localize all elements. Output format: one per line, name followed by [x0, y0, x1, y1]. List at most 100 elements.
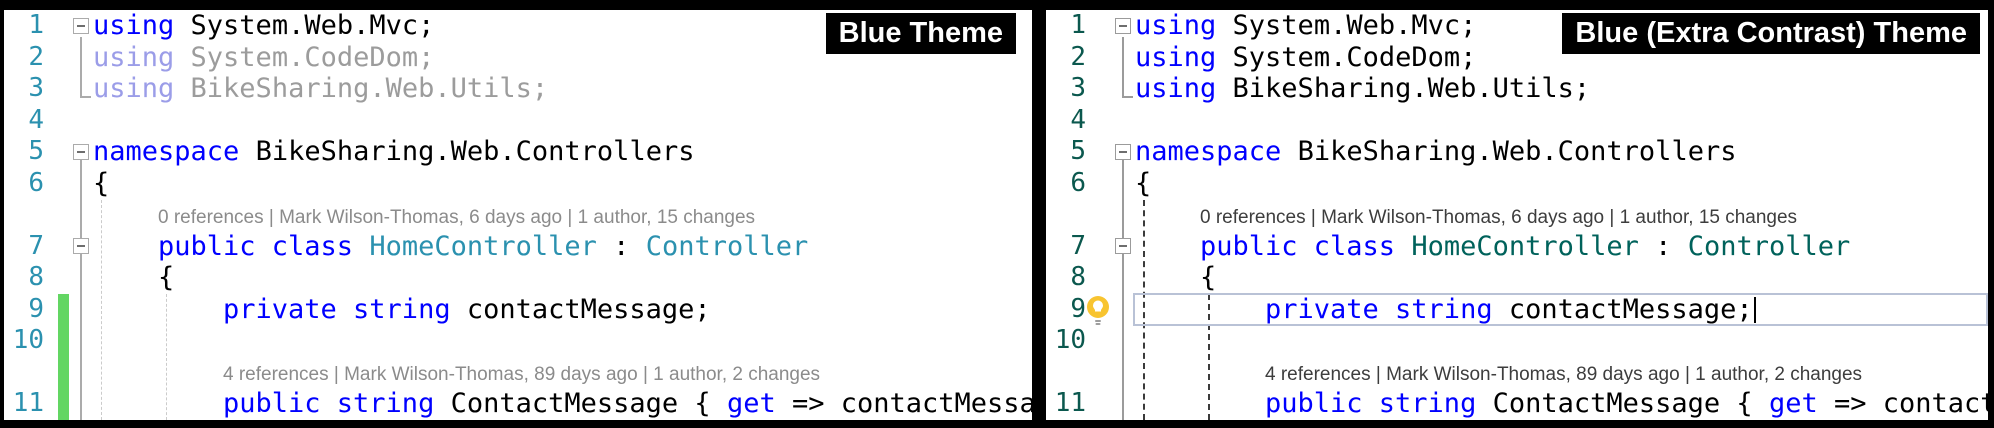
code-text[interactable]: { [93, 262, 1032, 294]
code-token: HomeController [369, 230, 597, 262]
code-text[interactable]: public class HomeController : Controller [93, 231, 1032, 263]
change-bar [58, 42, 69, 74]
code-line: 7 public class HomeController : Controlle… [4, 231, 1032, 263]
code-token: contactMessage; [1492, 293, 1753, 325]
code-token: private string [223, 293, 451, 325]
change-bar [58, 105, 69, 137]
line-number[interactable]: 4 [28, 104, 44, 135]
code-text[interactable]: { [1135, 262, 1988, 294]
code-line: 3 using BikeSharing.Web.Utils; [1046, 73, 1988, 105]
change-bar [1100, 262, 1111, 294]
change-bar [1100, 168, 1111, 200]
line-number[interactable]: 5 [1070, 136, 1086, 166]
line-number[interactable]: 7 [28, 230, 44, 261]
code-token: using [93, 41, 175, 73]
code-text[interactable]: private string contactMessage; [93, 294, 1032, 326]
code-text[interactable]: using System.CodeDom; [1135, 42, 1988, 74]
code-text[interactable]: using System.CodeDom; [93, 42, 1032, 74]
theme-badge: Blue Theme [825, 13, 1016, 54]
code-line: 4 [4, 105, 1032, 137]
codelens-text[interactable]: 0 references | Mark Wilson-Thomas, 6 day… [1200, 207, 1798, 228]
change-bar [1100, 73, 1111, 105]
code-token: : [1638, 230, 1688, 262]
code-line: 5 namespace BikeSharing.Web.Controllers [4, 136, 1032, 168]
codelens-text[interactable]: 0 references | Mark Wilson-Thomas, 6 day… [158, 207, 756, 228]
line-number[interactable]: 7 [1070, 230, 1086, 261]
code-line: 2 using System.CodeDom; [1046, 42, 1988, 74]
code-line: 3 using BikeSharing.Web.Utils; [4, 73, 1032, 105]
line-number[interactable]: 8 [1070, 262, 1086, 292]
code-text[interactable]: using BikeSharing.Web.Utils; [93, 73, 1032, 105]
change-bar [1100, 199, 1111, 231]
editor-lines: 1 using System.Web.Mvc; 2 using System.Code… [1046, 10, 1988, 420]
lightbulb-icon[interactable] [1086, 295, 1110, 331]
code-token: namespace [1135, 136, 1282, 167]
code-text[interactable]: using System.Web.Mvc; [93, 10, 1032, 42]
line-number[interactable]: 6 [28, 167, 44, 198]
code-token: BikeSharing.Web.Utils; [174, 73, 549, 104]
line-number[interactable]: 11 [1054, 388, 1086, 418]
line-number[interactable]: 4 [1070, 104, 1086, 135]
codelens-text[interactable]: 4 references | Mark Wilson-Thomas, 89 da… [223, 365, 821, 385]
fold-collapse-icon[interactable] [73, 17, 89, 34]
code-token: ContactMessage { [1476, 388, 1769, 419]
fold-collapse-icon[interactable] [73, 143, 89, 160]
code-line: 11 public string ContactMessage { get => … [1046, 388, 1988, 420]
code-token: ContactMessage { [434, 388, 727, 419]
line-number[interactable]: 8 [28, 262, 44, 292]
code-token: get [726, 388, 776, 419]
line-number[interactable]: 3 [1070, 73, 1086, 103]
fold-collapse-icon[interactable] [73, 238, 89, 255]
code-text[interactable]: { [1135, 168, 1988, 200]
editor-lines: 1 using System.Web.Mvc; 2 using System.Code… [4, 10, 1032, 420]
code-text[interactable]: using System.Web.Mvc; [1135, 10, 1988, 42]
line-number[interactable]: 3 [28, 73, 44, 103]
fold-collapse-icon[interactable] [1115, 17, 1131, 34]
change-bar [58, 73, 69, 105]
code-token: namespace [93, 136, 240, 167]
line-number[interactable]: 2 [1070, 41, 1086, 72]
fold-region-line-usings [1122, 37, 1133, 98]
theme-badge: Blue (Extra Contrast) Theme [1562, 13, 1980, 54]
editor-panel-blue-theme: 1 using System.Web.Mvc; 2 using System.Code… [4, 10, 1032, 420]
line-number[interactable]: 1 [28, 10, 44, 40]
change-bar [58, 262, 69, 294]
code-line: 2 using System.CodeDom; [4, 42, 1032, 74]
code-text[interactable]: namespace BikeSharing.Web.Controllers [93, 136, 1032, 168]
code-text[interactable]: namespace BikeSharing.Web.Controllers [1135, 136, 1988, 168]
line-number[interactable]: 1 [1070, 10, 1086, 40]
code-text[interactable]: public string ContactMessage { get => co… [93, 388, 1032, 420]
codelens-row: 4 references | Mark Wilson-Thomas, 89 da… [1046, 357, 1988, 389]
fold-collapse-icon[interactable] [1115, 143, 1131, 160]
fold-collapse-icon[interactable] [1115, 238, 1131, 255]
code-token [1395, 231, 1411, 262]
code-token: public class [1200, 230, 1396, 262]
line-number[interactable]: 10 [1054, 325, 1086, 355]
code-token: using [1135, 73, 1217, 104]
code-token: public string [1265, 388, 1477, 419]
codelens-text[interactable]: 4 references | Mark Wilson-Thomas, 89 da… [1265, 365, 1863, 385]
code-text[interactable]: using BikeSharing.Web.Utils; [1135, 73, 1988, 105]
line-number[interactable]: 6 [1070, 167, 1086, 198]
code-text[interactable]: { [93, 168, 1032, 200]
line-number[interactable]: 9 [1070, 293, 1086, 324]
fold-region-line-namespace [80, 160, 82, 420]
code-token: using [93, 10, 175, 41]
change-bar [1100, 388, 1111, 420]
code-token: BikeSharing.Web.Utils; [1216, 73, 1591, 104]
line-number[interactable]: 9 [28, 293, 44, 324]
line-number[interactable]: 11 [12, 388, 44, 418]
line-number[interactable]: 5 [28, 136, 44, 166]
code-token: private string [1265, 293, 1493, 325]
line-number[interactable]: 2 [28, 41, 44, 72]
code-text[interactable]: private string contactMessage; [1135, 294, 1988, 326]
line-number[interactable]: 10 [12, 325, 44, 355]
fold-gutter [1111, 238, 1135, 255]
code-text[interactable]: public string ContactMessage { get => co… [1135, 388, 1988, 420]
code-token: Controller [1687, 230, 1851, 262]
indent-guide-level1 [1143, 200, 1145, 420]
code-line: 8{ [4, 262, 1032, 294]
change-bar [1100, 42, 1111, 74]
code-token: System.CodeDom; [1216, 41, 1477, 73]
code-text[interactable]: public class HomeController : Controller [1135, 231, 1988, 263]
